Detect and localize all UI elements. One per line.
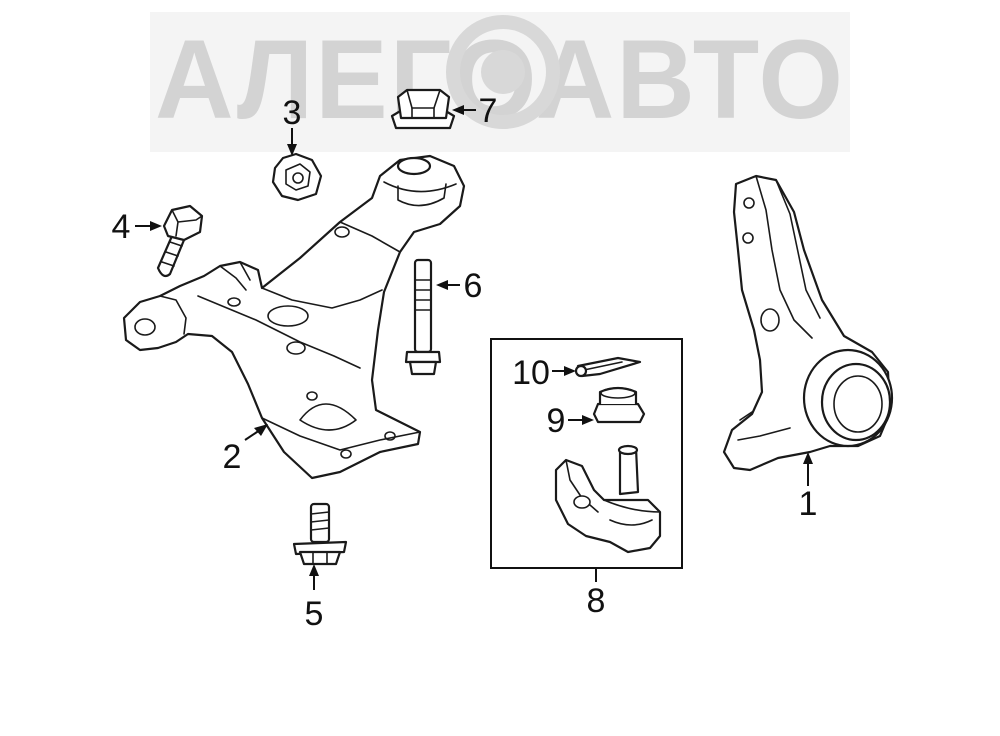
bolt-5 — [292, 502, 348, 566]
callout-5: 5 — [305, 595, 324, 633]
callout-6: 6 — [464, 267, 483, 305]
ball-joint — [554, 444, 662, 554]
callout-9: 9 — [547, 402, 566, 440]
cotter-pin — [574, 356, 642, 378]
callout-4: 4 — [112, 208, 131, 246]
lower-control-arm — [122, 154, 466, 480]
callout-3: 3 — [283, 94, 302, 132]
callout-10: 10 — [512, 354, 550, 392]
flange-nut — [390, 88, 456, 130]
bolt-6 — [404, 258, 442, 376]
gear-icon — [446, 15, 560, 129]
callout-8: 8 — [587, 582, 606, 620]
leader-lines — [135, 105, 813, 590]
callout-7: 7 — [479, 92, 498, 130]
ball-joint-kit-box — [490, 338, 683, 569]
castle-nut — [592, 386, 646, 424]
bushing-clip — [271, 152, 323, 202]
watermark-logo: АЛЕГОАВТО — [150, 12, 850, 152]
callout-2: 2 — [223, 438, 242, 476]
steering-knuckle — [722, 174, 894, 472]
callout-1: 1 — [799, 485, 818, 523]
bolt-4 — [156, 204, 204, 278]
